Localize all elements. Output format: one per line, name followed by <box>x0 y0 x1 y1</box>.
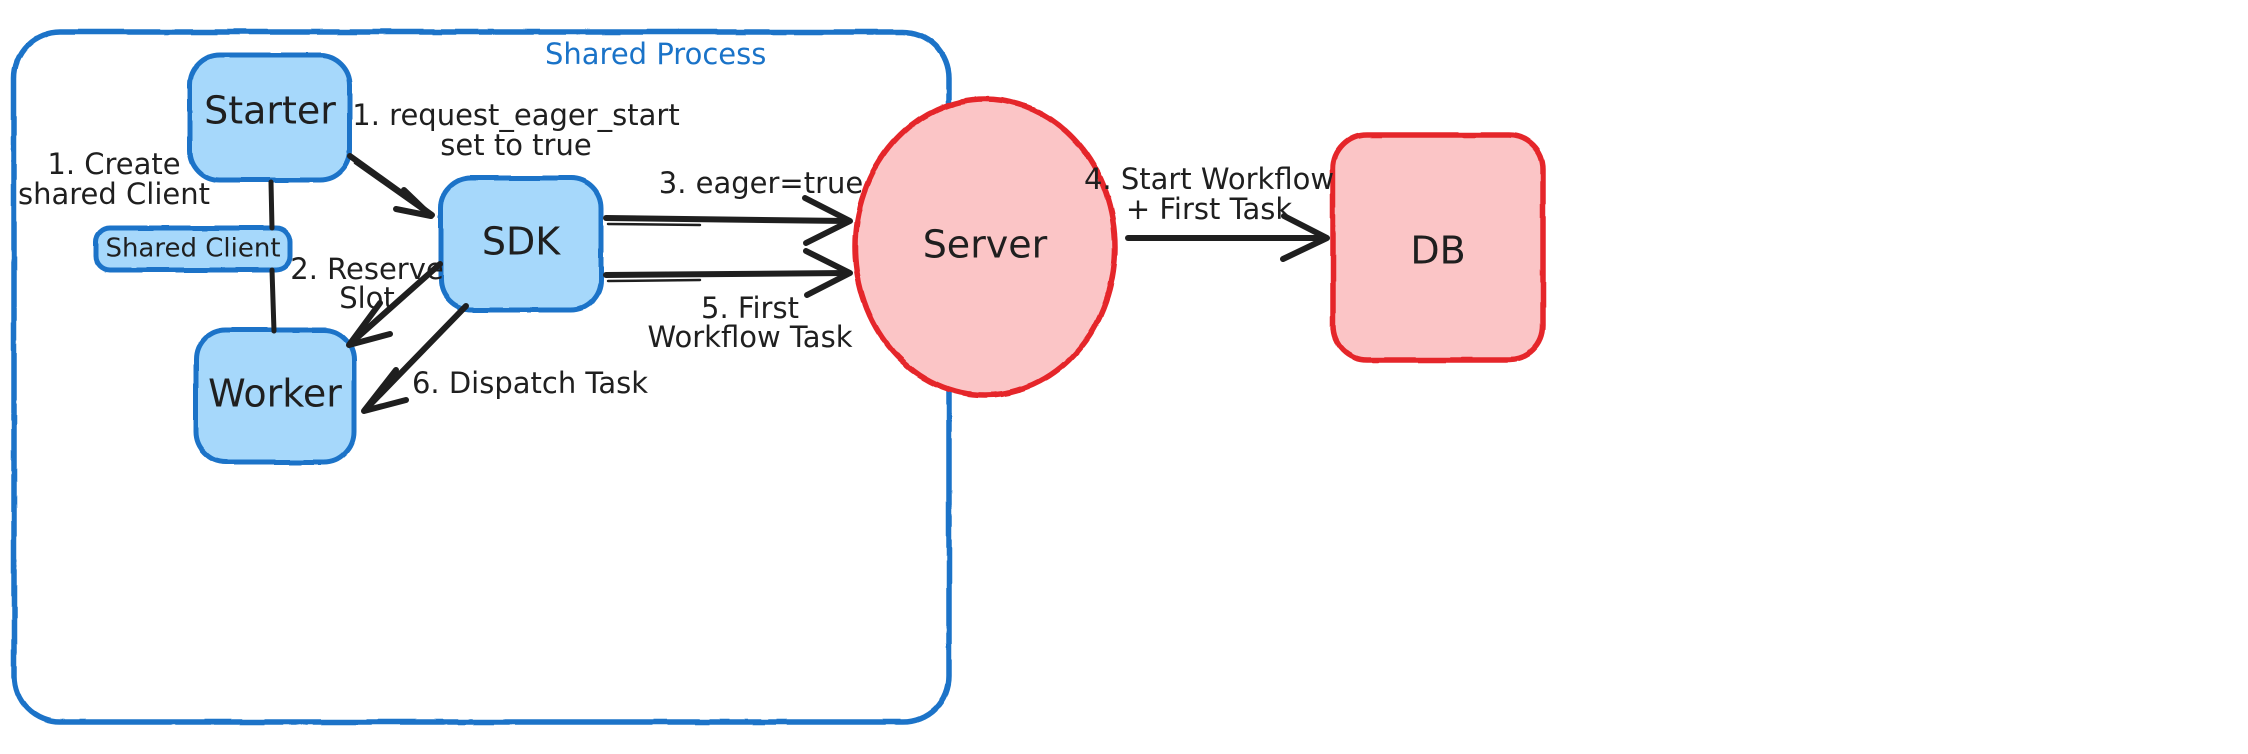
node-shared-client[interactable] <box>93 225 293 273</box>
edge-sdk-worker-dispatch-arrow <box>361 303 469 414</box>
step1-request-line2: set to true <box>440 128 591 162</box>
shared-process-label: Shared Process <box>545 37 766 71</box>
edge-label-step1-request: 1. request_eager_start set to true <box>352 98 679 162</box>
node-db-label: DB <box>1410 229 1465 273</box>
edge-sdk-server-first-task-arrow <box>603 248 853 298</box>
edge-label-step1-create: 1. Create shared Client <box>18 147 210 211</box>
node-server[interactable] <box>852 96 1118 398</box>
step3-eager-line1: 3. eager=true <box>659 166 864 200</box>
step1-create-line1: 1. Create <box>47 147 180 181</box>
step1-request-line1: 1. request_eager_start <box>352 98 679 132</box>
node-worker-label: Worker <box>208 372 342 416</box>
edge-starter-shared-client <box>268 179 275 231</box>
step5-first-line1: 5. First <box>701 291 799 325</box>
step2-reserve-line2: Slot <box>339 281 395 315</box>
node-sdk[interactable] <box>438 175 604 313</box>
node-sdk-label: SDK <box>482 220 561 264</box>
node-server-label: Server <box>923 223 1048 267</box>
step2-reserve-line1: 2. Reserve <box>290 252 443 286</box>
edge-server-db-arrow <box>1125 213 1330 262</box>
edge-sdk-worker-reserve-arrow <box>346 261 443 348</box>
step5-first-line2: Workflow Task <box>648 320 853 354</box>
edge-label-step4-start: 4. Start Workflow + First Task <box>1084 162 1334 226</box>
edge-label-step3-eager: 3. eager=true <box>659 166 864 200</box>
node-starter-label: Starter <box>204 89 336 133</box>
step4-start-line2: + First Task <box>1126 192 1293 226</box>
edge-label-step6-dispatch: 6. Dispatch Task <box>412 366 648 400</box>
edge-label-step2-reserve: 2. Reserve Slot <box>290 252 443 315</box>
node-shared-client-label: Shared Client <box>105 234 280 264</box>
edge-label-step5-first: 5. First Workflow Task <box>648 291 853 354</box>
edge-sdk-server-eager-arrow <box>603 195 853 246</box>
edge-starter-sdk-arrow <box>347 153 435 219</box>
step1-create-line2: shared Client <box>18 177 210 211</box>
step6-dispatch-line1: 6. Dispatch Task <box>412 366 648 400</box>
node-db[interactable] <box>1330 132 1546 363</box>
step4-start-line1: 4. Start Workflow <box>1084 162 1334 196</box>
edge-shared-client-worker <box>269 267 277 334</box>
